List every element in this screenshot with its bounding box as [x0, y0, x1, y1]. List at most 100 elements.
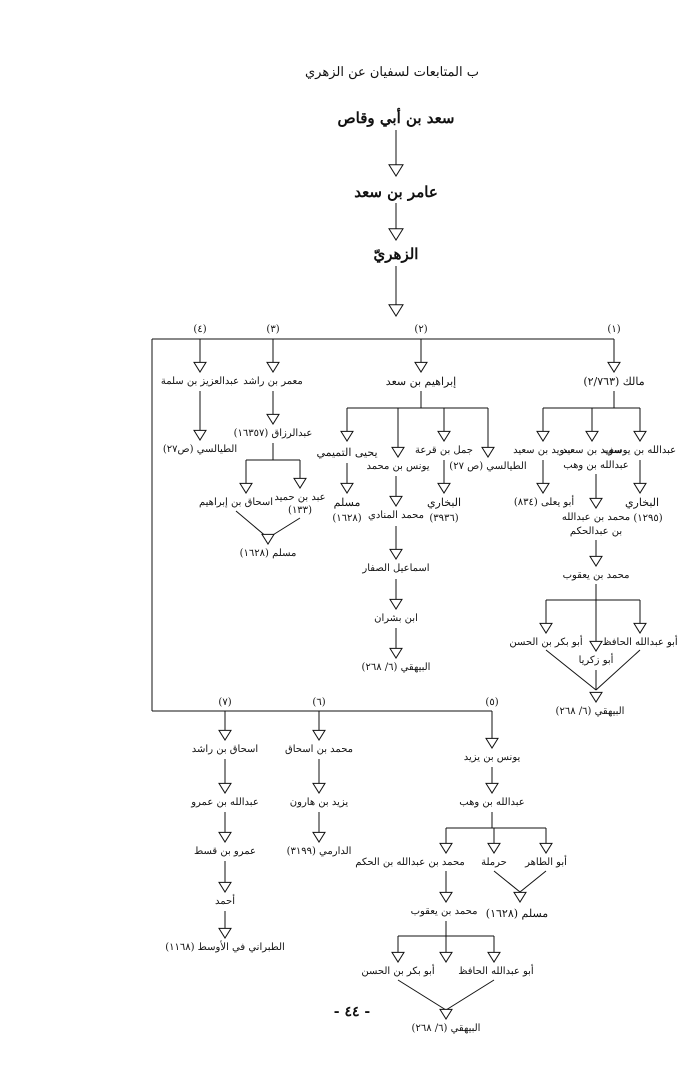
connector-line — [445, 979, 495, 1011]
arrowhead — [536, 430, 550, 442]
node-bayhaqi: البيهقي (٦/ ٢٦٨) — [555, 706, 625, 717]
node-ahmad: أحمد — [215, 896, 235, 907]
connector-line — [519, 870, 547, 893]
arrowhead — [340, 482, 354, 494]
arrowhead — [539, 842, 553, 854]
node-abdallah-ibn-yusuf: عبدالله بن يوسف — [603, 445, 677, 456]
node-abu-bakr: أبو بكر بن الحسن — [509, 637, 583, 648]
arrowhead — [487, 951, 501, 963]
node-suwayd: سويد بن سعيد — [562, 445, 622, 456]
arrowhead — [389, 548, 403, 560]
node-jamal: جمل بن قرعة — [415, 445, 473, 456]
arrowhead — [389, 495, 403, 507]
connector-line — [397, 979, 447, 1011]
node-muhammad-ibn-hakam: محمد بن عبدالله بن الحكم — [355, 857, 465, 868]
ref-bukhari: (٣٩٣٦) — [429, 513, 459, 524]
node-amr-ibn-qist: عمرو بن قسط — [193, 846, 257, 857]
node-ibn-wahb: عبدالله بن وهب — [563, 460, 629, 471]
connector-line — [235, 510, 269, 539]
node-bayhaqi: البيهقي (٦/ ٢٦٨) — [361, 662, 431, 673]
arrowhead — [239, 482, 253, 494]
arrowhead — [414, 361, 428, 373]
ref-muslim: (١٦٢٨) — [332, 513, 362, 524]
page-heading: ب المتابعات لسفيان عن الزهري — [305, 65, 479, 80]
arrowhead — [218, 782, 232, 794]
page-number: - ٤٤ - — [333, 1004, 371, 1020]
ref-bukhari: (١٢٩٥) — [633, 513, 663, 524]
node-zuhri: الزهريّ — [373, 245, 419, 263]
arrowhead — [539, 622, 553, 634]
arrowhead — [589, 691, 603, 703]
node-abu-abdallah-hafiz: أبو عبدالله الحافظ — [458, 966, 534, 977]
node-abdalrazzaq: عبدالرزاق (١٦٣٥٧) — [233, 428, 313, 439]
arrowhead — [589, 555, 603, 567]
arrowhead — [389, 647, 403, 659]
arrowhead — [487, 842, 501, 854]
node-abdallah-ibn-amr: عبدالله بن عمرو — [191, 797, 259, 808]
node-ibn-wahb: عبدالله بن وهب — [459, 797, 525, 808]
node-ibrahim-ibn-saad: إبراهيم بن سعد — [385, 375, 457, 388]
node-yazid-ibn-harun: يزيد بن هارون — [289, 797, 349, 808]
arrowhead — [439, 951, 453, 963]
arrowhead — [536, 482, 550, 494]
node-bukhari: البخاري — [426, 496, 462, 509]
node-muhammad-ibn-yaqub: محمد بن يعقوب — [410, 906, 478, 917]
node-abu-abdallah-hafiz: أبو عبدالله الحافظ — [602, 637, 678, 648]
arrowhead — [391, 951, 405, 963]
node-harmala: حرملة — [481, 857, 507, 868]
node-ishaq-ibn-rashid: اسحاق بن راشد — [191, 744, 259, 755]
node-muhammad-munadi: محمد المنادي — [368, 510, 424, 521]
node-saad: سعد بن أبي وقاص — [337, 109, 455, 127]
arrowhead — [312, 729, 326, 741]
node-yunus-ibn-yazid: يونس بن يزيد — [463, 752, 521, 763]
connector-line — [545, 649, 597, 691]
node-muhammad-ibn-abdallah: محمد بن عبدالله — [561, 512, 631, 523]
arrowhead — [437, 482, 451, 494]
arrowhead — [388, 304, 404, 317]
node-yunus-ibn-muhammad: يونس بن محمد — [366, 461, 430, 472]
node-bukhari: البخاري — [624, 496, 660, 509]
arrowhead — [193, 429, 207, 441]
node-tayalisi: الطيالسي (ص ٢٧) — [449, 461, 527, 472]
node-ishaq-ibn-ibrahim: اسحاق بن إبراهيم — [199, 497, 273, 508]
node-tayalisi: الطيالسي (ص٢٧) — [162, 444, 238, 455]
arrowhead — [589, 497, 603, 509]
arrowhead — [481, 446, 495, 458]
arrowhead — [293, 477, 307, 489]
node-abu-yala: أبو يعلى (٨٣٤) — [513, 497, 575, 508]
branch-number: (٣) — [266, 324, 280, 335]
node-ismail-saffar: اسماعيل الصفار — [362, 563, 430, 574]
node-malik: مالك (٢/٧٦٣) — [583, 375, 645, 388]
arrowhead — [389, 598, 403, 610]
node-amir: عامر بن سعد — [354, 183, 438, 201]
node-abu-tahir: أبو الطاهر — [525, 857, 567, 868]
node-abu-bakr: أبو بكر بن الحسن — [361, 966, 435, 977]
node-mamar: معمر بن راشد — [243, 376, 303, 387]
arrowhead — [218, 927, 232, 939]
node-yahya-tamimi: يحيى التميمي — [316, 446, 378, 459]
arrowhead — [340, 430, 354, 442]
branch-number: (٥) — [485, 697, 499, 708]
node-ibn-bishran: ابن بشران — [374, 613, 418, 624]
arrowhead — [388, 228, 404, 241]
branch-number: (٤) — [193, 324, 207, 335]
arrowhead — [391, 446, 405, 458]
arrowhead — [266, 361, 280, 373]
arrowhead — [312, 782, 326, 794]
ref-abd-ibn-humayd: (١٣٣) — [288, 505, 312, 516]
node-muhammad-ibn-yaqub: محمد بن يعقوب — [562, 570, 630, 581]
node-suwayd-ibn-said: سويد بن سعيد — [513, 445, 573, 456]
arrowhead — [193, 361, 207, 373]
arrowhead — [607, 361, 621, 373]
arrowhead — [633, 482, 647, 494]
arrowhead — [633, 622, 647, 634]
branch-number: (١) — [607, 324, 621, 335]
arrowhead — [485, 737, 499, 749]
connector-line — [493, 870, 521, 893]
node-abdalaziz: عبدالعزيز بن سلمة — [160, 376, 240, 387]
branch-number: (٦) — [312, 697, 326, 708]
arrowhead — [633, 430, 647, 442]
arrowhead — [585, 430, 599, 442]
arrowhead — [388, 164, 404, 177]
